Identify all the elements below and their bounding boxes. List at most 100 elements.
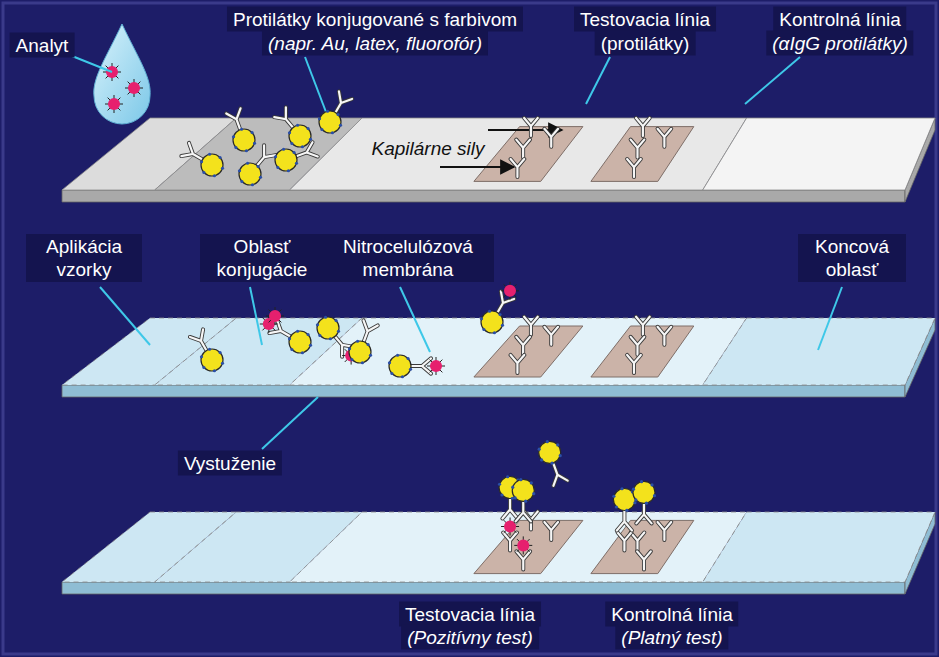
particle-dot [324, 316, 327, 319]
antibody-core [631, 140, 645, 158]
particle-dot [625, 509, 628, 512]
particle-dot [259, 176, 262, 179]
antibody [658, 522, 672, 540]
particle-dot [488, 310, 491, 313]
particle-dot [519, 478, 522, 481]
particle-dot [320, 128, 323, 131]
antibody-outline [502, 499, 517, 519]
antibody [544, 129, 558, 147]
particle-dot [296, 124, 299, 127]
particle-dot [645, 502, 648, 505]
antibody-outline [544, 129, 558, 147]
molecules [181, 91, 671, 569]
antibody [516, 140, 530, 158]
particle-dot [506, 475, 509, 478]
dye-particle [613, 489, 635, 511]
particle-dot [530, 481, 533, 484]
particle-dot [396, 354, 399, 357]
analyte [108, 98, 120, 110]
antibody-core [658, 129, 672, 147]
label-text: (Pozitívny test) [401, 625, 539, 650]
label-text: Vystuženie [178, 451, 282, 476]
particle-dot [369, 354, 372, 357]
particle-dot [251, 183, 254, 186]
leader-lines [72, 56, 842, 449]
antibody [636, 118, 650, 136]
particle-dot [615, 505, 618, 508]
particle-dot [650, 483, 653, 486]
dye-particle [289, 331, 311, 353]
particle-dot [306, 333, 309, 336]
antibody-core [502, 499, 517, 519]
particle-dot [309, 344, 312, 347]
particle-dot [482, 328, 485, 331]
dye-particle [633, 481, 655, 503]
antibody-outline [631, 140, 645, 158]
particle-dot [480, 317, 483, 320]
label-text: Kapilárne sily [366, 136, 491, 161]
label-text: (protilátky) [595, 31, 696, 56]
antibody-core [524, 118, 538, 136]
antibody [547, 462, 568, 486]
particle-dot [388, 361, 391, 364]
particle-dot [390, 372, 393, 375]
antibody [618, 533, 632, 551]
particle-dot [634, 498, 637, 501]
particle-dot [221, 362, 224, 365]
particle-dot [551, 462, 554, 465]
capture-line [474, 127, 583, 182]
strip-end [703, 512, 935, 582]
leader-line [262, 397, 318, 449]
particle-dot [253, 142, 256, 145]
particle-dot [288, 131, 291, 134]
particle-dot [318, 334, 321, 337]
antibody [516, 501, 531, 521]
particle-dot [326, 110, 329, 113]
capture-line [591, 520, 694, 573]
particle-dot [339, 124, 342, 127]
antibody-outline [511, 159, 525, 177]
antibody [511, 355, 525, 373]
strip-end [703, 318, 935, 385]
particle-dot [295, 162, 298, 165]
antibody [190, 329, 213, 354]
particle-dot [274, 155, 277, 158]
particle-dot [292, 151, 295, 154]
antibody-core [544, 522, 558, 540]
antibody-outline [524, 317, 538, 335]
antibody-core [618, 533, 632, 551]
label-text: (αIgG protilátky) [766, 31, 913, 56]
particle-dot [234, 146, 237, 149]
particle-dot [540, 458, 543, 461]
dye-particle [233, 129, 255, 151]
particle-dot [331, 131, 334, 134]
dye-particle [389, 355, 411, 377]
particle-dot [316, 323, 319, 326]
antibody-core [181, 143, 206, 166]
antibody [617, 511, 632, 531]
label-text: (napr. Au, latex, fluorofór) [262, 31, 488, 56]
antibody-core [658, 327, 672, 345]
label-text: Analyt [10, 33, 75, 58]
dye-particle [512, 479, 534, 501]
analyte [517, 539, 529, 551]
dye-particle [539, 441, 561, 463]
antibody-core [511, 355, 525, 373]
antibody-outline [631, 337, 645, 355]
particle-dot [498, 483, 501, 486]
strip-mem [290, 318, 747, 385]
label-text: Testovacia línia [574, 7, 716, 32]
dye-particle [275, 149, 297, 171]
particle-dot [514, 496, 517, 499]
label-text: Kontrolná línia [773, 7, 906, 32]
label-text: Testovacia línia [399, 602, 541, 627]
particle-dot [318, 117, 321, 120]
antibody-outline [658, 129, 672, 147]
antibody [658, 327, 672, 345]
antibody-outline [658, 522, 672, 540]
analyte [128, 82, 140, 94]
antibody-outline [636, 503, 651, 523]
particle-dot [511, 486, 514, 489]
strip-mem [290, 512, 747, 582]
